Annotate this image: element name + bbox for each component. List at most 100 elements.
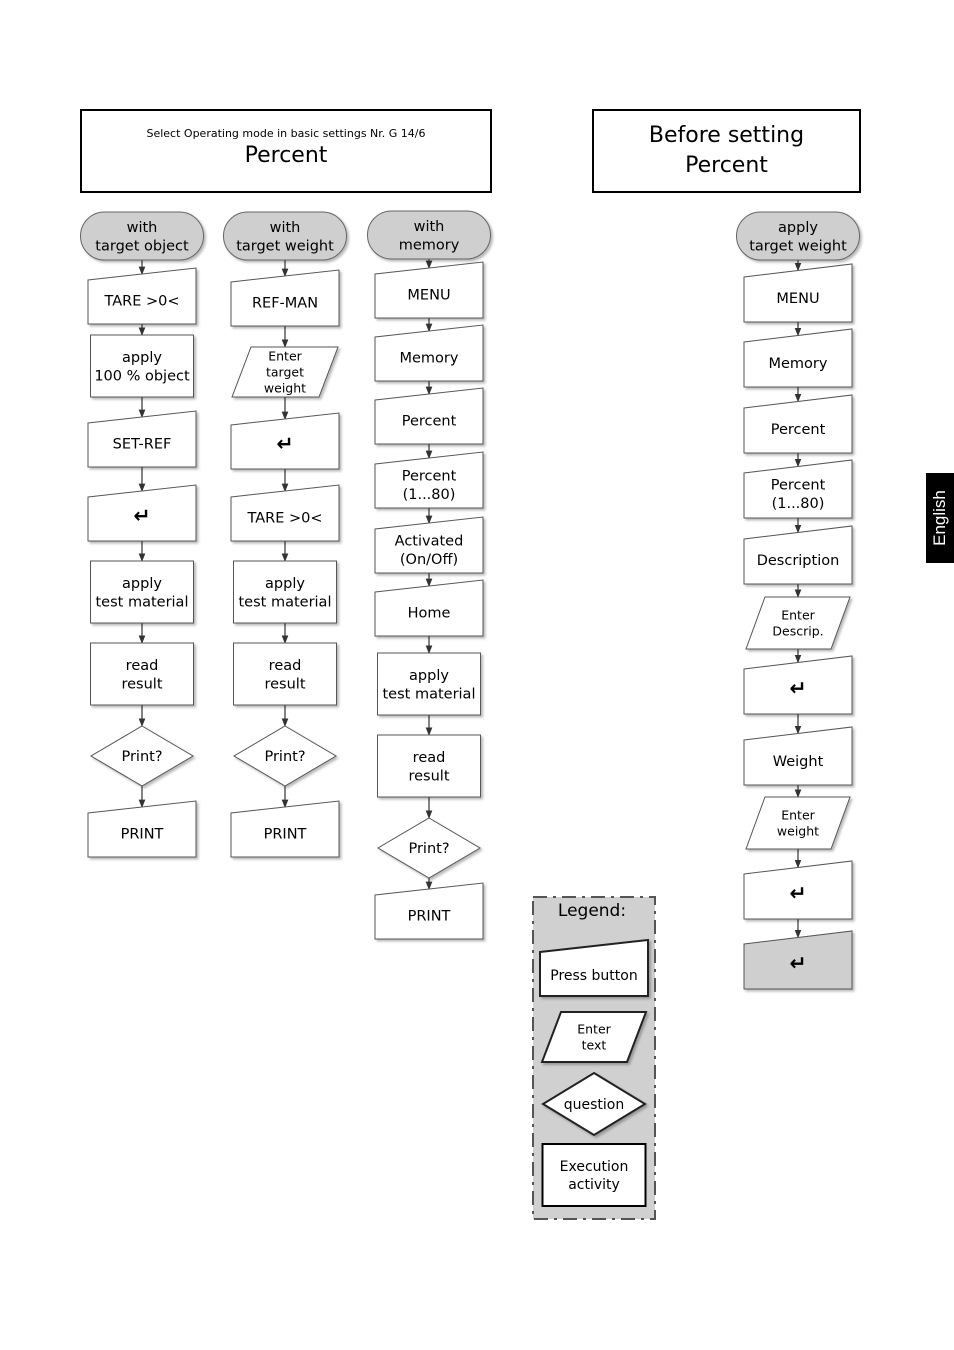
col-target-weight-step-7-text: read bbox=[269, 658, 302, 674]
col-target-weight-step-6-text: test material bbox=[239, 595, 332, 611]
col-before-setting-step-9-button: Weight bbox=[743, 726, 853, 786]
col-target-object-step-3-text: 100 % object bbox=[94, 369, 190, 385]
col-before-setting-step-8-button: ↵ bbox=[743, 655, 853, 715]
col-memory-step-8-text: apply bbox=[409, 668, 449, 684]
col-memory-step-9-text: read bbox=[413, 750, 446, 766]
col-target-object-step-1-start: with target object bbox=[80, 211, 204, 261]
col-target-weight-step-3-text: weight bbox=[264, 381, 306, 396]
col-target-weight-step-2-text: REF-MAN bbox=[252, 296, 318, 312]
col-target-weight-step-1-text: target weight bbox=[236, 239, 334, 255]
col-before-setting-step-11-button: ↵ bbox=[743, 860, 853, 920]
col-memory-step-2-text: MENU bbox=[407, 288, 450, 304]
col-before-setting-step-2-button: MENU bbox=[743, 263, 853, 323]
col-target-weight-step-3-text: Enter bbox=[268, 349, 302, 364]
col-target-weight-step-2-button: REF-MAN bbox=[230, 269, 340, 327]
col-target-object-step-1-text: target object bbox=[95, 239, 189, 255]
col-target-object-step-7-text: read bbox=[126, 658, 159, 674]
col-target-weight-step-7-process: read result bbox=[233, 642, 337, 706]
header-right-line1: Before setting bbox=[648, 123, 805, 148]
col-memory-step-11-button: PRINT bbox=[374, 882, 484, 940]
col-memory-step-10-decision: Print? bbox=[377, 817, 481, 879]
col-target-object-step-4-button: SET-REF bbox=[87, 410, 197, 468]
col-memory-step-9-process: read result bbox=[377, 734, 481, 798]
col-before-setting-step-1-text: apply bbox=[778, 220, 818, 236]
col-target-object-step-6-text: test material bbox=[96, 595, 189, 611]
col-memory-step-6-button: Activated (On/Off) bbox=[374, 516, 484, 574]
enter-key-icon: ↵ bbox=[789, 676, 806, 700]
col-memory-step-3-text: Memory bbox=[400, 351, 459, 367]
enter-key-icon: ↵ bbox=[276, 432, 293, 456]
col-memory-step-4-text: Percent bbox=[402, 414, 457, 430]
col-memory-step-1-text: memory bbox=[399, 238, 460, 254]
col-target-object-step-3-process: apply 100 % object bbox=[90, 334, 194, 398]
legend-item-2-text: text bbox=[582, 1038, 607, 1053]
col-target-weight-step-6-process: apply test material bbox=[233, 560, 337, 624]
col-memory-step-7-button: Home bbox=[374, 579, 484, 637]
col-before-setting-step-7-text: Descrip. bbox=[772, 624, 823, 639]
enter-key-icon: ↵ bbox=[789, 951, 806, 975]
col-memory-step-6-text: (On/Off) bbox=[400, 552, 458, 568]
col-before-setting-step-10-text: weight bbox=[777, 824, 819, 839]
col-target-object-step-6-text: apply bbox=[122, 576, 162, 592]
col-before-setting-step-5-button: Percent(1...80) bbox=[743, 459, 853, 519]
col-target-weight-step-8-decision: Print? bbox=[233, 725, 337, 787]
legend-item-decision: question bbox=[541, 1071, 647, 1137]
legend-item-button: Press button bbox=[539, 938, 649, 997]
header-left-title: Percent bbox=[244, 143, 328, 168]
col-memory-step-9-text: result bbox=[408, 769, 449, 785]
col-target-weight-step-5-button: TARE >0< bbox=[230, 484, 340, 542]
col-target-object-step-6-process: apply test material bbox=[90, 560, 194, 624]
col-before-setting-step-9-text: Weight bbox=[773, 754, 824, 770]
col-target-object-step-8-text: Print? bbox=[121, 749, 162, 765]
col-memory-step-10-text: Print? bbox=[408, 841, 449, 857]
col-before-setting-step-3-button: Memory bbox=[743, 328, 853, 388]
col-memory-step-4-button: Percent bbox=[374, 387, 484, 445]
col-target-weight-step-6-text: apply bbox=[265, 576, 305, 592]
language-tab: English bbox=[926, 473, 954, 563]
col-memory-step-7-text: Home bbox=[408, 606, 451, 622]
col-before-setting-step-3-text: Memory bbox=[769, 356, 828, 372]
legend-title: Legend: bbox=[558, 901, 626, 921]
col-memory-step-6-text: Activated bbox=[395, 533, 464, 549]
col-memory-step-3-button: Memory bbox=[374, 324, 484, 382]
col-target-weight-step-9-text: PRINT bbox=[264, 827, 307, 843]
col-memory-step-8-process: apply test material bbox=[377, 652, 481, 716]
col-target-object-step-7-text: result bbox=[121, 677, 162, 693]
col-before-setting-step-1-text: target weight bbox=[749, 239, 847, 255]
col-target-weight-step-8-text: Print? bbox=[264, 749, 305, 765]
col-before-setting-step-10-text: Enter bbox=[781, 808, 815, 823]
header-right-line2: Percent bbox=[685, 153, 768, 178]
col-target-weight-step-3-text: target bbox=[266, 365, 304, 380]
col-target-weight-step-9-button: PRINT bbox=[230, 800, 340, 858]
col-memory-step-8-text: test material bbox=[383, 687, 476, 703]
col-target-object-step-4-text: SET-REF bbox=[113, 437, 172, 453]
col-target-object-step-2-text: TARE >0< bbox=[103, 294, 179, 310]
col-memory-step-5-text: (1...80) bbox=[403, 487, 456, 503]
col-before-setting-step-5-text: Percent bbox=[771, 478, 826, 494]
col-target-object-step-5-button: ↵ bbox=[87, 484, 197, 542]
col-target-object-step-3-text: apply bbox=[122, 350, 162, 366]
col-target-weight-step-7-text: result bbox=[264, 677, 305, 693]
col-target-weight-step-4-button: ↵ bbox=[230, 412, 340, 470]
col-target-object-step-9-button: PRINT bbox=[87, 800, 197, 858]
col-target-object-step-1-text: with bbox=[127, 220, 158, 236]
col-target-object-step-2-button: TARE >0< bbox=[87, 267, 197, 325]
col-target-object-step-9-text: PRINT bbox=[121, 827, 164, 843]
header-left-subtitle: Select Operating mode in basic settings … bbox=[146, 127, 426, 140]
col-before-setting-step-2-text: MENU bbox=[776, 291, 819, 307]
col-before-setting-step-6-button: Description bbox=[743, 525, 853, 585]
col-target-object-step-8-decision: Print? bbox=[90, 725, 194, 787]
legend-item-1-text: Press button bbox=[550, 968, 637, 984]
col-before-setting-step-12-button-gray: ↵ bbox=[743, 930, 853, 990]
header-left: Select Operating mode in basic settings … bbox=[80, 109, 492, 193]
col-target-object-step-7-process: read result bbox=[90, 642, 194, 706]
col-before-setting-step-1-start: apply target weight bbox=[736, 211, 860, 261]
